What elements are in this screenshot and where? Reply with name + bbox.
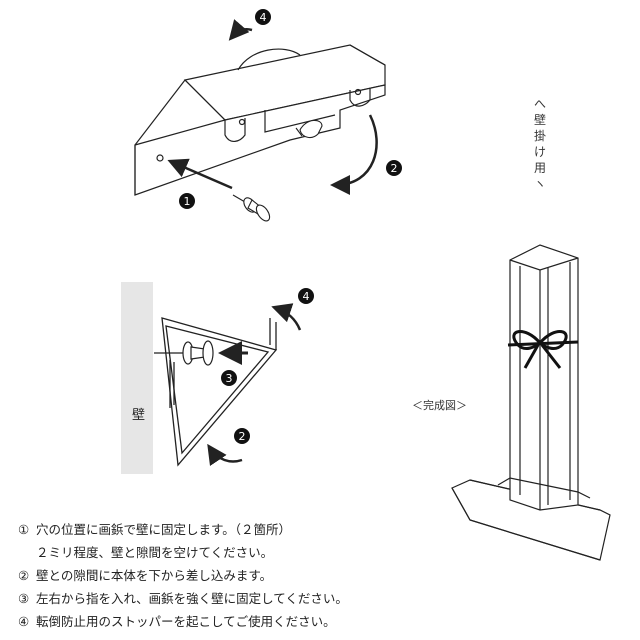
arrow-4-side [271,303,302,331]
vertical-label-char: け [533,145,546,159]
instruction-step-3: ③ 左右から指を入れ、画鋲を強く壁に固定してください。 [18,587,628,610]
arrow-1-top [167,158,233,190]
arrow-2-side [207,443,243,467]
vertical-label-char: ヽ [533,177,546,191]
stand-side-figure [161,317,278,467]
instruction-step-4: ④ 転倒防止用のストッパーを起こしてご使用ください。 [18,610,628,633]
step-text: 壁との隙間に本体を下から差し込みます。 [36,568,273,583]
step-number: ③ [18,591,30,606]
vertical-label-char: 壁 [533,113,546,127]
completed-stand-figure [451,244,611,561]
step-badge-3-side: 3 [221,370,237,386]
step-badge-4-top: 4 [255,9,271,25]
step-text: 転倒防止用のストッパーを起こしてご使用ください。 [36,614,336,629]
ribbon-bow-icon [507,330,579,369]
step-badge-1-top: 1 [179,193,195,209]
svg-text:4: 4 [260,11,267,24]
svg-text:2: 2 [391,162,398,175]
instruction-step-1: ① 穴の位置に画鋲で壁に固定します。（２箇所） [18,518,628,541]
svg-text:2: 2 [239,430,246,443]
instruction-step-2: ② 壁との隙間に本体を下から差し込みます。 [18,564,628,587]
wall-mount-usage-label: へ 壁 掛 け 用 ヽ [530,96,550,192]
vertical-label-char: 掛 [533,129,546,143]
vertical-label-char: へ [533,97,546,111]
svg-text:3: 3 [226,372,233,385]
step-badge-2-side: 2 [234,428,250,444]
arrow-4-top [228,19,253,41]
step-number: ④ [18,614,30,629]
step-text: 左右から指を入れ、画鋲を強く壁に固定してください。 [36,591,348,606]
svg-text:1: 1 [184,195,191,208]
instruction-list: ① 穴の位置に画鋲で壁に固定します。（２箇所） ２ミリ程度、壁と隙間を空けてくださ… [18,518,628,633]
step-number: ① [18,522,30,537]
step-number: ② [18,568,30,583]
svg-text:4: 4 [303,290,310,303]
completed-figure-label: ＜完成図＞ [412,399,467,412]
step-text: ２ミリ程度、壁と隙間を空けてください。 [36,545,274,560]
arrow-2-top [330,114,378,195]
stand-perspective-figure [134,44,386,196]
instruction-step-1-note: ２ミリ程度、壁と隙間を空けてください。 [18,541,628,564]
step-text: 穴の位置に画鋲で壁に固定します。（２箇所） [36,522,292,537]
pushpin-top [232,119,323,222]
wall-rect [121,282,153,474]
step-badge-2-top: 2 [386,160,402,176]
vertical-label-char: 用 [533,161,546,175]
step-badge-4-side: 4 [298,288,314,304]
pushpin-side [154,340,214,366]
wall-label: 壁 [132,408,146,423]
